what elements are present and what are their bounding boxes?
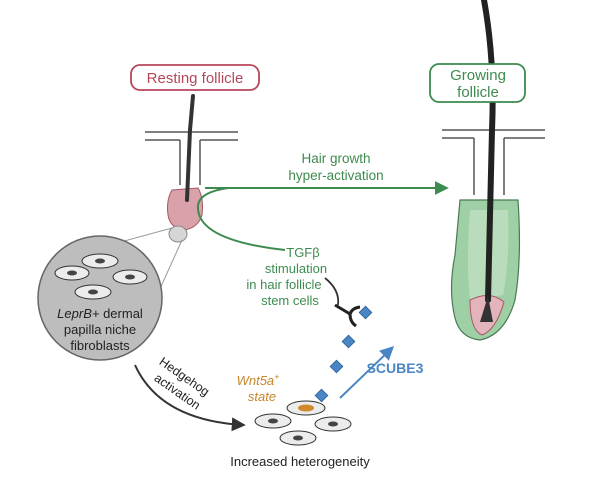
- papilla-label-line1: LeprB+ dermal: [57, 306, 143, 321]
- heterogeneity-label: Increased heterogeneity: [230, 454, 370, 469]
- resting-follicle: [145, 94, 238, 243]
- tgf-label-line1: TGFβ: [286, 245, 319, 260]
- fibroblast-cells: [54, 253, 148, 300]
- growing-label-box: [429, 63, 526, 103]
- resting-label-box: [130, 64, 260, 91]
- tgf-curve-arrow: [196, 187, 286, 251]
- growing-label-line2: follicle: [457, 84, 499, 101]
- wnt-label: Wnt5a+: [237, 372, 280, 388]
- growing-follicle: [442, 0, 545, 341]
- tgf-label-line4: stem cells: [261, 293, 319, 308]
- growing-label-line1: Growing: [450, 67, 506, 84]
- scube-label: SCUBE3: [367, 360, 424, 376]
- tgf-label-line2: stimulation: [265, 261, 327, 276]
- resting-dermal-papilla: [168, 225, 188, 243]
- receptor-icon: [334, 303, 361, 328]
- papilla-label-line2: papilla niche: [64, 322, 136, 337]
- resting-hair-shaft: [185, 94, 195, 202]
- papilla-label-line3: fibroblasts: [70, 338, 130, 353]
- wnt-state-label: state: [248, 389, 276, 404]
- scube-molecules: [314, 305, 373, 403]
- hair-growth-label-line1: Hair growth: [301, 151, 370, 166]
- hair-growth-label-line2: hyper-activation: [288, 168, 383, 183]
- hedgehog-arrow: [134, 364, 246, 432]
- tgf-label-line3: in hair follicle: [246, 277, 321, 292]
- heterogeneous-cells: [254, 400, 352, 446]
- scube-arrow: [339, 346, 395, 399]
- resting-label: Resting follicle: [147, 70, 244, 87]
